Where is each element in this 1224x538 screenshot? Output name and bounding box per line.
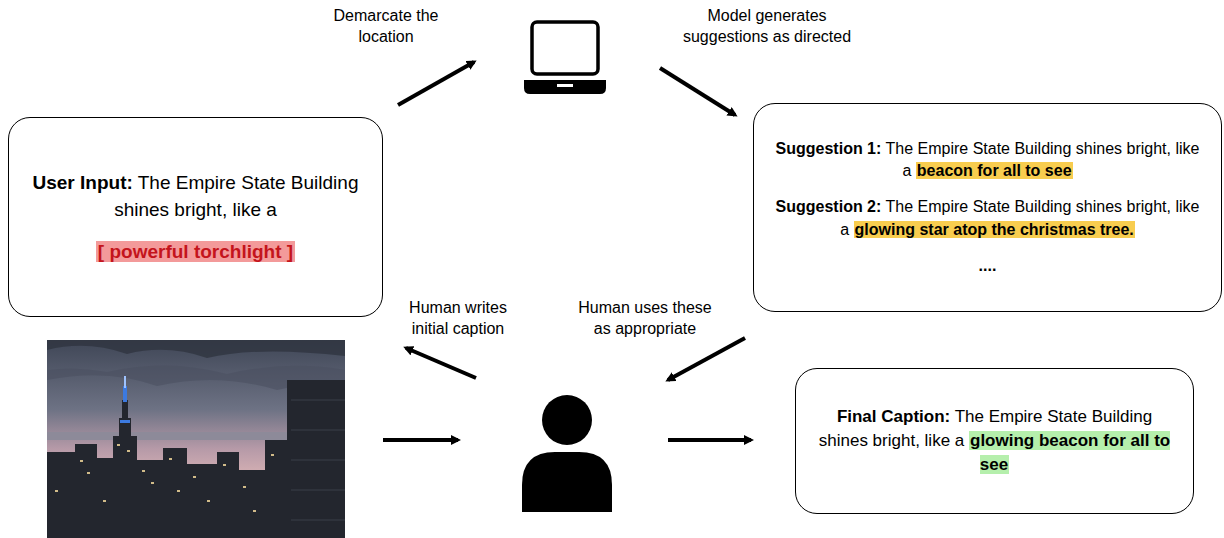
- highlighted-phrase: glowing beacon for all to see: [969, 431, 1170, 474]
- text-paragraph: Final Caption: The Empire State Building…: [818, 405, 1171, 476]
- text-block: Final Caption: The Empire State Building…: [818, 405, 1171, 476]
- text-paragraph: Suggestion 1: The Empire State Building …: [772, 138, 1203, 183]
- arrow-label: Model generates suggestions as directed: [667, 6, 867, 48]
- input-box: User Input: The Empire State Building sh…: [8, 117, 383, 317]
- highlighted-phrase: [ powerful torchlight ]: [96, 241, 295, 262]
- final-caption-box: Final Caption: The Empire State Building…: [795, 368, 1194, 514]
- arrow-label: Human writes initial caption: [397, 298, 519, 340]
- text-heading: User Input:: [33, 172, 133, 193]
- text-paragraph: User Input: The Empire State Building sh…: [31, 169, 360, 224]
- flow-arrow: [383, 62, 751, 440]
- person-icon: [522, 395, 612, 512]
- arrow-label: Human uses these as appropriate: [574, 298, 716, 340]
- text-heading: ....: [979, 257, 997, 274]
- text-block: Suggestion 1: The Empire State Building …: [772, 138, 1203, 278]
- suggestions-box: Suggestion 1: The Empire State Building …: [753, 103, 1222, 312]
- text-paragraph: Suggestion 2: The Empire State Building …: [772, 196, 1203, 241]
- text-paragraph: [ powerful torchlight ]: [31, 238, 360, 266]
- text-heading: Final Caption:: [837, 407, 950, 426]
- laptop-icon: [524, 22, 606, 94]
- text-heading: Suggestion 2:: [776, 198, 882, 215]
- text-heading: Suggestion 1:: [776, 140, 882, 157]
- highlighted-phrase: beacon for all to see: [916, 162, 1073, 179]
- city-photo: [47, 340, 345, 538]
- highlighted-phrase: glowing star atop the christmas tree.: [854, 221, 1135, 238]
- caption-text: The Empire State Building shines bright,…: [114, 172, 358, 221]
- text-paragraph: ....: [772, 255, 1203, 277]
- text-block: User Input: The Empire State Building sh…: [31, 169, 360, 266]
- arrow-label: Demarcate the location: [311, 6, 461, 48]
